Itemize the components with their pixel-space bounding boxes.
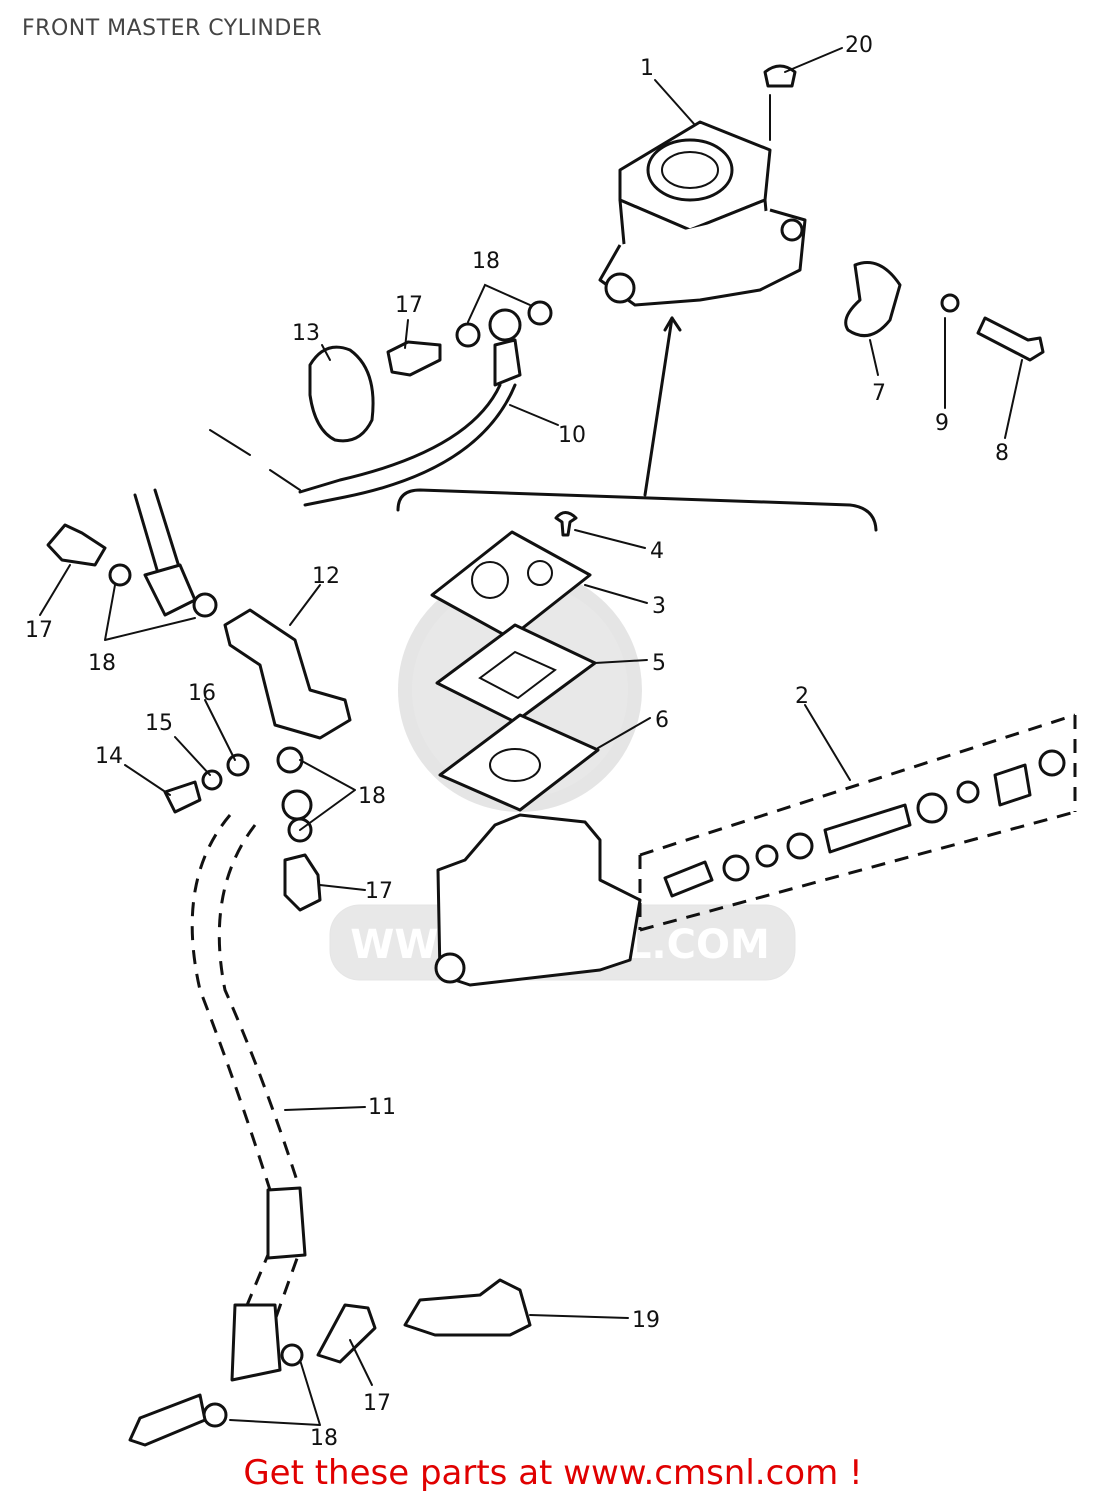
footer-link[interactable]: Get these parts at www.cmsnl.com ! [243,1453,863,1493]
part-10-brake-hose[interactable] [209,308,522,507]
callout-8: 8 [995,441,1009,466]
fwd-arrow-icon [128,1393,207,1447]
part-4-screw[interactable] [554,511,578,537]
callout-numbers: 1 20 18 17 13 10 7 9 8 4 3 5 6 2 12 17 1… [25,33,1009,1451]
assembly-bracket [396,488,878,532]
leader-lines [39,47,1023,1426]
part-13-boot[interactable] [308,345,375,443]
callout-12: 12 [312,564,340,589]
part-17-union-bolt-middle[interactable] [283,853,322,912]
callout-19: 19 [632,1308,660,1333]
callout-15: 15 [145,711,173,736]
callout-18-middle: 18 [358,784,386,809]
callout-18-left: 18 [88,651,116,676]
part-19-hose-bracket[interactable] [403,1278,532,1337]
part-9-washer[interactable] [940,293,960,313]
part-18-washers-upper[interactable] [455,300,553,348]
callout-3: 3 [652,594,666,619]
part-hose-fitting-left[interactable] [108,488,218,618]
part-8-bolt[interactable] [976,316,1045,362]
callout-18-upper: 18 [472,249,500,274]
part-16-washer[interactable] [226,753,250,777]
callout-7: 7 [872,381,886,406]
part-1-cylinder-body[interactable] [598,120,807,307]
callout-17-middle: 17 [365,879,393,904]
callout-6: 6 [655,708,669,733]
part-17-union-bolt-left[interactable] [46,523,107,567]
part-17-union-bolt-lower[interactable] [316,1303,377,1364]
part-17-union-bolt-upper[interactable] [386,340,442,377]
part-11-brake-hose[interactable] [190,814,307,1382]
callout-1: 1 [640,56,654,81]
page-title: FRONT MASTER CYLINDER [22,16,323,41]
part-18-washers-middle[interactable] [276,746,313,843]
part-cylinder-lower-body[interactable] [434,813,642,987]
part-12-boot[interactable] [223,608,352,740]
callout-14: 14 [95,744,123,769]
part-18-washers-lower[interactable] [202,1343,304,1428]
part-15-washer[interactable] [201,769,223,791]
callout-17-left: 17 [25,618,53,643]
part-14-bolt[interactable] [163,780,202,814]
callout-5: 5 [652,651,666,676]
part-3-cover[interactable] [430,530,592,640]
part-6-plate[interactable] [438,713,600,812]
callout-2: 2 [795,684,809,709]
part-7-clamp[interactable] [844,261,902,338]
callout-17-lower: 17 [363,1391,391,1416]
part-2-piston-kit[interactable] [638,713,1077,932]
callout-4: 4 [650,539,664,564]
callout-10: 10 [558,423,586,448]
callout-13: 13 [292,321,320,346]
callout-20: 20 [845,33,873,58]
callout-16: 16 [188,681,216,706]
callout-18-lower: 18 [310,1426,338,1451]
callout-11: 11 [368,1095,396,1120]
callout-17-upper: 17 [395,293,423,318]
callout-9: 9 [935,411,949,436]
